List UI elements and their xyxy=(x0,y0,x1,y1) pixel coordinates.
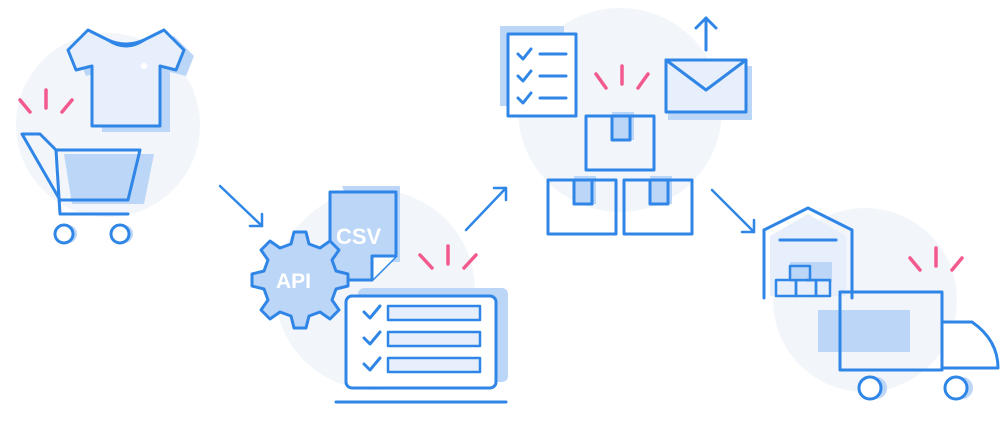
csv-file-icon: CSV xyxy=(328,186,400,282)
boxes-stack-icon xyxy=(546,112,694,236)
arrow-icon xyxy=(218,184,264,228)
sparkle-icon xyxy=(18,88,74,114)
arrow-icon xyxy=(464,186,508,232)
laptop-checklist-icon xyxy=(334,288,508,404)
upload-arrow-icon xyxy=(694,16,718,52)
arrow-icon xyxy=(710,188,756,234)
envelope-icon xyxy=(664,58,752,120)
sparkle-icon xyxy=(594,64,650,90)
tshirt-icon xyxy=(66,28,194,132)
sparkle-icon xyxy=(418,244,478,270)
warehouse-icon xyxy=(762,206,854,300)
delivery-truck-icon xyxy=(818,290,1000,401)
clipboard-checklist-icon xyxy=(500,26,578,118)
csv-label: CSV xyxy=(336,224,382,249)
api-label: API xyxy=(276,270,311,293)
sparkle-icon xyxy=(908,246,964,272)
gear-icon: API xyxy=(250,230,350,330)
shopping-cart-icon xyxy=(20,132,154,245)
